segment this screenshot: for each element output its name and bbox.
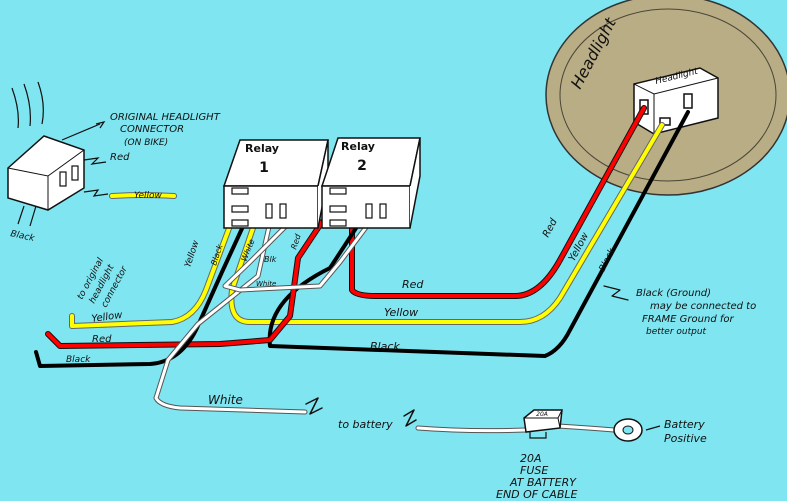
- battery-positive-line2: Positive: [664, 432, 707, 445]
- red-wire: [350, 106, 646, 298]
- relay-1-pin: [279, 203, 287, 219]
- wire-break-mark-1: [305, 397, 323, 415]
- relay-1: Relay 1: [222, 139, 329, 229]
- relay-1-pin: [231, 205, 249, 213]
- battery-cable: [416, 426, 527, 433]
- relay-2-pin: [329, 219, 347, 227]
- headlight-ring: [559, 8, 777, 182]
- white-jumper: [223, 220, 372, 292]
- yellow-main-label: Yellow: [384, 306, 418, 319]
- black-wire: [267, 110, 690, 358]
- white-wire: [154, 220, 307, 414]
- left-yellow-wire: [70, 213, 236, 328]
- relay-1-pin: [231, 219, 249, 227]
- wires: [34, 105, 690, 434]
- fuse-body-label: 20A: [536, 411, 548, 418]
- yellow-wire: [229, 123, 664, 324]
- connector-label-line3: (ON BIKE): [124, 138, 168, 148]
- ring-terminal: [613, 418, 661, 442]
- connector-black-label: Black: [9, 229, 36, 244]
- relay-2-pin: [329, 187, 347, 195]
- relay-2-pin: [365, 203, 373, 219]
- fuse-label-line2: FUSE: [520, 464, 548, 477]
- relay-yellow-label: Yellow: [183, 239, 201, 269]
- ground-note-line3: FRAME Ground for: [642, 314, 734, 325]
- ground-note-line1: Black (Ground): [636, 288, 711, 299]
- relay-2-number: 2: [357, 158, 367, 174]
- connector-label-line2: CONNECTOR: [120, 124, 184, 135]
- wire-break-mark-2: [403, 409, 417, 427]
- relay-2-pin: [329, 205, 347, 213]
- relay-black-label: Black: [209, 243, 224, 267]
- left-red-wire: [46, 220, 324, 348]
- relay-2-name: Relay: [341, 140, 375, 153]
- black-main-label: Black: [370, 340, 400, 353]
- original-headlight-connector: [7, 81, 177, 227]
- fuse-holder: 20A: [523, 409, 563, 439]
- fuse-label-line3: AT BATTERY: [509, 476, 577, 489]
- connector-yellow-label: Yellow: [134, 191, 163, 201]
- relay-white2-label: White: [256, 280, 276, 288]
- left-yellow-label: Yellow: [91, 310, 124, 325]
- relay-2-pin: [379, 203, 387, 219]
- headlight-pin-2: [683, 93, 693, 109]
- black-diag-label: Black: [598, 246, 618, 273]
- relay-red-label: Red: [289, 232, 303, 250]
- ground-note-line4: better output: [646, 327, 707, 337]
- left-black-label: Black: [66, 355, 91, 365]
- fuse-label-line1: 20A: [520, 452, 542, 465]
- connector-body: [7, 135, 85, 211]
- fuse-label-line4: END OF CABLE: [496, 488, 578, 501]
- red-main-label: Red: [402, 278, 424, 291]
- relay-1-pin: [231, 187, 249, 195]
- relay-1-number: 1: [259, 160, 269, 176]
- relay-2: Relay 2: [320, 137, 421, 229]
- ground-note-line2: may be connected to: [650, 301, 756, 312]
- battery-positive-line1: Battery: [664, 418, 705, 431]
- red-diag-label: Red: [541, 216, 560, 239]
- connector-red-label: Red: [110, 152, 130, 163]
- fuse-body: [523, 409, 563, 433]
- white-main-label: White: [208, 393, 243, 407]
- relay-blk-label: Blk: [264, 255, 277, 264]
- headlight: Headlight Headlight: [545, 0, 787, 196]
- ring-terminal-hole: [622, 425, 634, 435]
- left-red-label: Red: [92, 334, 112, 345]
- relay-1-pin: [265, 203, 273, 219]
- to-battery-label: to battery: [338, 418, 393, 431]
- connector-wires: [11, 81, 44, 129]
- connector-label-line1: ORIGINAL HEADLIGHT: [110, 112, 221, 123]
- relay-1-name: Relay: [245, 142, 279, 155]
